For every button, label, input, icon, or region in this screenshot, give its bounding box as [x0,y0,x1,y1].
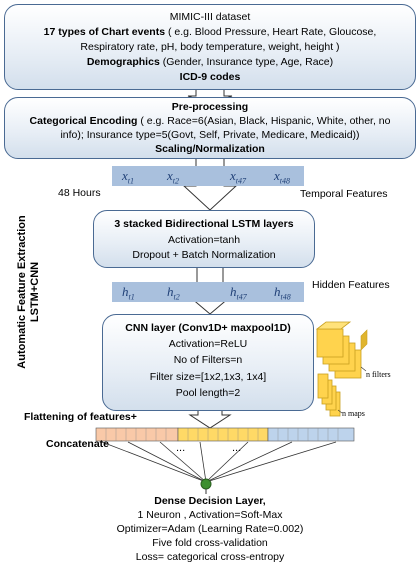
cnn-filters: No of Filters=n [173,354,243,366]
hidden-var-4: ht48 [274,284,291,302]
filter-stack [315,321,368,379]
icd9-line: ICD-9 codes [179,71,241,83]
hidden-var-3: ht47 [230,284,247,302]
hidden-features-band: ht1 ht2 ht47 ht48 [112,282,304,302]
dataset-title: MIMIC-III dataset [169,11,251,23]
connector-lines [101,441,337,483]
flatten-bar [95,427,355,442]
demographics-line: Demographics (Gender, Insurance type, Ag… [86,56,334,68]
lstm-title: 3 stacked Bidirectional LSTM layers [114,218,294,230]
dense-layer-block: Dense Decision Layer, 1 Neuron , Activat… [40,494,380,564]
chart-events-detail: Respiratory rate, pH, body temperature, … [80,41,340,53]
flatten-label-2: Concatenate [46,438,110,450]
flatten-dots-2: ... [232,442,242,454]
hidden-var-1: ht1 [122,284,135,302]
flatten-label-1: Flattening of features+ [24,411,137,423]
preprocessing-title: Pre-processing [171,101,249,113]
output-neuron [200,478,212,490]
flatten-dots-1: ... [176,442,186,454]
dense-optimizer: Optimizer=Adam (Learning Rate=0.002) [116,523,304,535]
temporal-features-label: Temporal Features [300,188,388,200]
hours-label: 48 Hours [58,187,101,199]
cnn-filter-size: Filter size=[1x2,1x3, 1x4] [149,371,267,383]
dataset-box: MIMIC-III dataset 17 types of Chart even… [4,4,416,90]
lstm-dropout: Dropout + Batch Normalization [132,249,276,261]
dense-loss: Loss= categorical cross-entropy [135,551,285,563]
side-label: Automatic Feature Extraction LSTM+CNN [16,142,44,442]
lstm-box: 3 stacked Bidirectional LSTM layers Acti… [93,210,315,268]
arrow-4 [188,409,232,429]
hidden-var-2: ht2 [167,284,180,302]
side-label-line2: LSTM+CNN [29,261,41,323]
temporal-features-band: xt1 xt2 xt47 xt48 [112,166,304,186]
filters-label: n filters [366,370,391,379]
cnn-activation: Activation=ReLU [168,338,248,350]
temporal-var-2: xt2 [167,168,180,186]
cnn-box: CNN layer (Conv1D+ maxpool1D) Activation… [102,314,314,411]
temporal-var-3: xt47 [230,168,247,186]
cnn-pool-length: Pool length=2 [175,387,241,399]
cnn-title: CNN layer (Conv1D+ maxpool1D) [125,322,291,334]
temporal-var-4: xt48 [274,168,291,186]
maps-label: n maps [342,409,365,418]
chart-events-line: 17 types of Chart events ( e.g. Blood Pr… [43,26,377,38]
lstm-activation: Activation=tanh [167,234,241,246]
scaling-line: Scaling/Normalization [155,143,265,155]
maps-stack [317,373,343,417]
side-label-line1: Automatic Feature Extraction [16,215,28,369]
dense-neuron: 1 Neuron , Activation=Soft-Max [137,509,283,521]
categorical-encoding-line: Categorical Encoding ( e.g. Race=6(Asian… [29,115,391,127]
dense-cv: Five fold cross-validation [152,537,268,549]
insurance-line: info); Insurance type=5(Govt, Self, Priv… [60,129,360,141]
temporal-var-1: xt1 [122,168,135,186]
hidden-features-label: Hidden Features [312,279,390,291]
preprocessing-box: Pre-processing Categorical Encoding ( e.… [4,97,416,159]
dense-title: Dense Decision Layer, [154,495,266,507]
